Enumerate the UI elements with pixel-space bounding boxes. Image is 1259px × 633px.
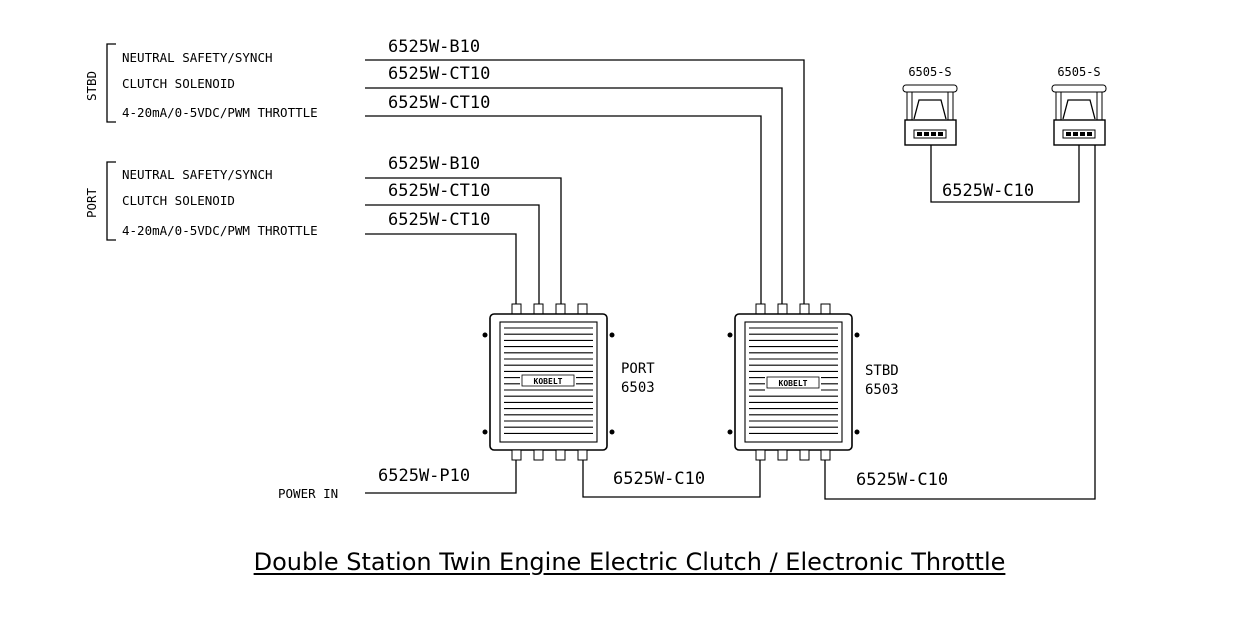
port-6503-unit: KOBELT PORT 6503 [482,303,655,461]
port-wire-ct10-b-line [365,233,517,304]
stbd-to-station-line [824,145,1096,500]
port-wire-ct10-a-line [365,204,540,304]
stbd-side-label: STBD [84,71,99,101]
port-mount-screws [482,332,615,435]
power-wire: 6525W-P10 [378,466,470,486]
stbd-wire-ct10-b-line [365,115,762,304]
stbd-top-connectors [755,303,831,315]
port-unit-model: 6503 [621,380,655,396]
port-wire-ct10-a: 6525W-CT10 [388,181,490,201]
port-bottom-connectors [511,449,588,461]
station-1-model: 6505-S [908,65,951,79]
unit-link-wire: 6525W-C10 [613,469,705,489]
port-line-throttle: 4-20mA/0-5VDC/PWM THROTTLE [122,223,318,238]
port-wire-ct10-b: 6525W-CT10 [388,210,490,230]
stbd-mount-screws [727,332,860,435]
caption-text: Double Station Twin Engine Electric Clut… [253,548,1006,576]
station-link-wire: 6525W-C10 [942,181,1034,201]
unit-link-line [582,460,761,498]
port-line-neutral-safety: NEUTRAL SAFETY/SYNCH [122,167,273,182]
stbd-wire-ct10-a: 6525W-CT10 [388,64,490,84]
stbd-unit-heatsink [744,321,843,443]
port-top-connectors [511,303,588,315]
port-unit-brand: KOBELT [534,377,563,386]
station-link-line [930,145,1080,203]
port-input-group: PORT NEUTRAL SAFETY/SYNCH CLUTCH SOLENOI… [84,154,562,304]
stbd-line-throttle: 4-20mA/0-5VDC/PWM THROTTLE [122,105,318,120]
port-wire-b10: 6525W-B10 [388,154,480,174]
stbd-line-neutral-safety: NEUTRAL SAFETY/SYNCH [122,50,273,65]
control-station-1: 6505-S [902,65,958,146]
stbd-heatsink-fins [749,327,838,434]
diagram-caption: Double Station Twin Engine Electric Clut… [0,548,1259,576]
stbd-bottom-connectors [755,449,831,461]
port-heatsink-fins [504,327,593,434]
port-wire-b10-line [365,177,562,304]
stbd-line-clutch-solenoid: CLUTCH SOLENOID [122,76,235,91]
stbd-wire-ct10-b: 6525W-CT10 [388,93,490,113]
power-in-line [365,460,517,494]
stbd-unit-name: STBD [865,363,899,379]
stbd-wire-b10: 6525W-B10 [388,37,480,57]
port-line-clutch-solenoid: CLUTCH SOLENOID [122,193,235,208]
stbd-bracket [106,43,116,123]
stbd-6503-unit: KOBELT STBD 6503 [727,303,899,461]
station-2-model: 6505-S [1057,65,1100,79]
port-unit-heatsink [499,321,598,443]
stbd-input-group: STBD NEUTRAL SAFETY/SYNCH CLUTCH SOLENOI… [84,37,805,304]
port-unit-name: PORT [621,361,655,377]
power-in-label: POWER IN [278,486,338,501]
stbd-to-station-wire: 6525W-C10 [856,470,948,490]
port-side-label: PORT [84,187,99,218]
stbd-unit-model: 6503 [865,382,899,398]
stbd-unit-brand: KOBELT [779,379,808,388]
stbd-wire-ct10-a-line [365,87,783,304]
port-bracket [106,161,116,241]
stbd-wire-b10-line [365,59,805,304]
control-station-2: 6505-S [1051,65,1107,146]
